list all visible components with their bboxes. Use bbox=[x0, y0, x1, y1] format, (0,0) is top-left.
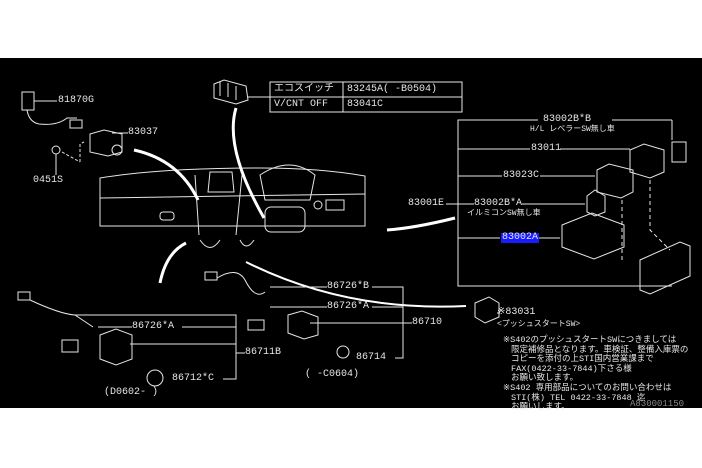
table-cell-name: エコスイッチ bbox=[274, 84, 334, 95]
note-line: 限定補修品となります。車検証、整備入庫票の bbox=[511, 344, 689, 355]
note-line: お願い致します。 bbox=[511, 373, 579, 384]
leader-curves bbox=[133, 107, 467, 308]
push-start-switch-drawing bbox=[474, 296, 500, 324]
dashboard-drawing bbox=[99, 164, 366, 248]
part-note-83002b-b: H/L レベラーSW無し車 bbox=[530, 125, 615, 134]
diagram-reference: A830001150 bbox=[630, 399, 685, 409]
part-label-83002b-a[interactable]: 83002B*A bbox=[474, 198, 523, 209]
part-table-grid bbox=[248, 81, 463, 113]
part-label-86726-a[interactable]: 86726*A bbox=[132, 321, 175, 332]
note-line: お願いします。 bbox=[511, 402, 570, 413]
range-label-c0604: ( -C0604) bbox=[305, 369, 360, 380]
note-line: コピーを添付の上STI国内営業課まで bbox=[511, 354, 654, 365]
switch-83037-drawing bbox=[51, 129, 128, 175]
note-line: ※S402 専用部品についてのお問い合わせは bbox=[503, 382, 672, 393]
part-label-86714[interactable]: 86714 bbox=[356, 352, 387, 363]
callout-tree-86710 bbox=[204, 271, 412, 359]
part-label-83001e[interactable]: 83001E bbox=[408, 198, 445, 209]
part-label-83037[interactable]: 83037 bbox=[128, 127, 159, 138]
part-label-86710[interactable]: 86710 bbox=[412, 317, 443, 328]
part-label-83002a[interactable]: 83002A bbox=[501, 232, 540, 243]
range-label-d0602: (D0602- ) bbox=[104, 387, 159, 398]
note-line: STI(株) TEL 0422-33-7848 迄 bbox=[511, 392, 646, 403]
note-block: ※S402のプッシュスタートSWにつきましては 限定補修品となります。車検証、整… bbox=[503, 335, 689, 413]
callout-tree-86711b bbox=[17, 291, 245, 387]
diagram-canvas bbox=[0, 58, 702, 408]
part-label-86726-b[interactable]: 86726*B bbox=[327, 281, 370, 292]
part-label-83031[interactable]: ※83031 bbox=[497, 307, 536, 318]
note-line: ※S402のプッシュスタートSWにつきましては bbox=[503, 335, 677, 345]
part-label-86712-c[interactable]: 86712*C bbox=[172, 373, 215, 384]
part-label-86726-a[interactable]: 86726*A bbox=[327, 301, 370, 312]
part-note-83002b-a: イルミコンSW無し車 bbox=[467, 209, 541, 218]
eco-switch-drawing bbox=[213, 79, 249, 105]
part-label-83023c[interactable]: 83023C bbox=[503, 170, 540, 181]
part-label-83011[interactable]: 83011 bbox=[531, 143, 562, 154]
table-cell-name: V/CNT OFF bbox=[274, 99, 329, 110]
harness-81870g-drawing bbox=[21, 91, 83, 129]
table-cell-part: 83041C bbox=[347, 99, 384, 110]
part-note-83031: <プッシュスタートSW> bbox=[497, 320, 581, 329]
part-label-81870g[interactable]: 81870G bbox=[58, 95, 95, 106]
table-cell-part: 83245A( -B0504) bbox=[347, 84, 438, 95]
part-label-86711b[interactable]: 86711B bbox=[245, 347, 282, 358]
note-line: FAX(0422-33-7844)下さる様 bbox=[511, 363, 632, 374]
part-label-83002b-b[interactable]: 83002B*B bbox=[543, 114, 592, 125]
callout-tree-right bbox=[446, 119, 691, 295]
part-label-0451s[interactable]: 0451S bbox=[33, 175, 64, 186]
